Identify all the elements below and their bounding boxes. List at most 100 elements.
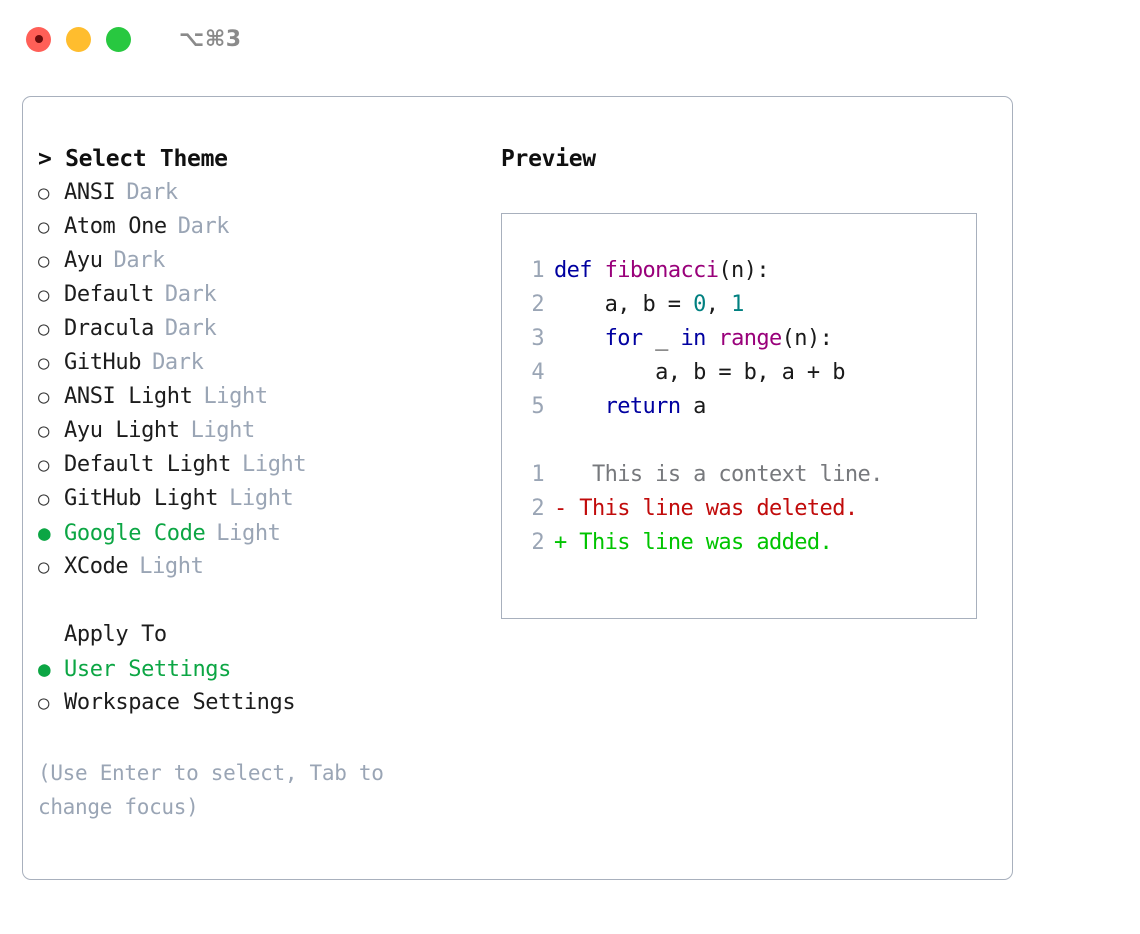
radio-unselected-icon: ○ bbox=[38, 250, 50, 272]
theme-option-label: Default Light bbox=[64, 452, 231, 477]
theme-option-label: ANSI bbox=[64, 180, 116, 205]
code-line-text: for _ in range(n): bbox=[554, 322, 833, 356]
line-number: 1 bbox=[531, 462, 544, 487]
diff-line-del: 2- This line was deleted. bbox=[520, 492, 976, 526]
code-line: 5 return a bbox=[520, 390, 976, 424]
select-theme-header: > Select Theme bbox=[38, 146, 228, 172]
diff-line-text: This line was deleted. bbox=[566, 496, 858, 521]
theme-option-label: ANSI Light bbox=[64, 384, 193, 409]
code-token-fn: range bbox=[718, 326, 782, 351]
radio-unselected-icon: ○ bbox=[38, 488, 50, 510]
theme-variant-badge: Light bbox=[229, 486, 294, 511]
code-token-pl: _ bbox=[642, 326, 681, 351]
window-controls bbox=[26, 26, 131, 52]
line-number: 4 bbox=[531, 360, 544, 385]
diff-marker: - bbox=[554, 496, 567, 521]
code-token-pl bbox=[706, 326, 719, 351]
line-number: 1 bbox=[531, 258, 544, 283]
code-token-fn: fibonacci bbox=[604, 258, 719, 283]
apply-to-option-label: Workspace Settings bbox=[64, 690, 296, 715]
radio-unselected-icon: ○ bbox=[38, 692, 50, 714]
theme-option-label: Dracula bbox=[64, 316, 154, 341]
code-token-kw: return bbox=[604, 394, 681, 419]
theme-variant-badge: Dark bbox=[164, 282, 217, 307]
code-line: 4 a, b = b, a + b bbox=[520, 356, 976, 390]
diff-line-text: This line was added. bbox=[566, 530, 833, 555]
code-line-text: def fibonacci(n): bbox=[554, 254, 770, 288]
theme-option-label: XCode bbox=[64, 554, 129, 579]
theme-option-label: Default bbox=[64, 282, 154, 307]
diff-line-ctx: 1 This is a context line. bbox=[520, 458, 976, 492]
code-line-text: return a bbox=[554, 390, 707, 424]
apply-to-title: Apply To bbox=[64, 622, 167, 647]
code-line-text: a, b = 0, 1 bbox=[554, 288, 745, 322]
theme-variant-badge: Light bbox=[242, 452, 307, 477]
theme-variant-badge: Light bbox=[216, 521, 281, 546]
radio-unselected-icon: ○ bbox=[38, 454, 50, 476]
radio-unselected-icon: ○ bbox=[38, 216, 50, 238]
theme-variant-badge: Light bbox=[203, 384, 268, 409]
code-token-pl: , bbox=[705, 292, 732, 317]
keyboard-shortcut-label: ⌥⌘3 bbox=[179, 26, 242, 52]
theme-variant-badge: Dark bbox=[152, 350, 204, 375]
theme-option-label: Google Code bbox=[64, 521, 206, 546]
radio-unselected-icon: ○ bbox=[38, 352, 50, 374]
radio-selected-icon: ● bbox=[38, 521, 51, 545]
apply-to-option-label: User Settings bbox=[64, 657, 231, 682]
line-number: 2 bbox=[531, 530, 544, 555]
radio-unselected-icon: ○ bbox=[38, 182, 50, 204]
code-token-num: 1 bbox=[731, 292, 744, 317]
radio-selected-icon: ● bbox=[38, 657, 51, 681]
theme-option-label: GitHub Light bbox=[64, 486, 219, 511]
line-number: 3 bbox=[531, 326, 544, 351]
apply-to-option-workspace-settings[interactable]: ○ Workspace Settings bbox=[38, 686, 478, 720]
theme-variant-badge: Light bbox=[190, 418, 256, 443]
apply-to-option-user-settings[interactable]: ● User Settings bbox=[38, 652, 478, 686]
theme-option-label: Atom One bbox=[64, 214, 167, 239]
maximize-button-icon[interactable] bbox=[106, 26, 131, 52]
apply-to-option-list: ● User Settings ○ Workspace Settings bbox=[38, 652, 478, 720]
code-token-pl: (n): bbox=[718, 258, 769, 283]
diff-marker: + bbox=[554, 530, 567, 555]
theme-option-google-code[interactable]: ● Google Code Light bbox=[38, 516, 478, 550]
theme-option-default-light[interactable]: ○ Default Light Light bbox=[38, 448, 478, 482]
code-token-kw: in bbox=[680, 326, 706, 351]
line-number: 5 bbox=[531, 394, 544, 419]
theme-variant-badge: Dark bbox=[164, 316, 217, 341]
code-line: 3 for _ in range(n): bbox=[520, 322, 976, 356]
minimize-button-icon[interactable] bbox=[66, 26, 91, 52]
theme-variant-badge: Light bbox=[139, 554, 204, 579]
diff-sample: 1 This is a context line.2- This line wa… bbox=[520, 458, 976, 560]
code-line: 2 a, b = 0, 1 bbox=[520, 288, 976, 322]
section-spacer bbox=[38, 584, 478, 618]
diff-line-add: 2 + This line was added. bbox=[520, 526, 976, 560]
code-token-pl bbox=[554, 326, 605, 351]
close-button-icon[interactable] bbox=[26, 26, 51, 52]
line-number: 2 bbox=[531, 292, 544, 317]
diff-marker bbox=[554, 458, 567, 492]
theme-option-github-light[interactable]: ○ GitHub Light Light bbox=[38, 482, 478, 516]
code-token-kw: def bbox=[554, 258, 593, 283]
code-token-pl: (n): bbox=[781, 326, 833, 351]
code-token-pl bbox=[592, 258, 605, 283]
theme-option-label: Ayu bbox=[64, 248, 103, 273]
keyboard-hint-text: (Use Enter to select, Tab to change focu… bbox=[38, 761, 396, 819]
theme-option-label: Ayu Light bbox=[64, 418, 180, 443]
code-token-num: 0 bbox=[693, 292, 706, 317]
